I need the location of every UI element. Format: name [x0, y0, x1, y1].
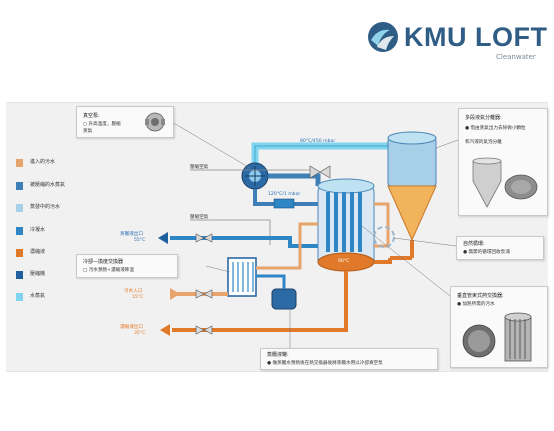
- callout-condensate-tank: 蒸餾液罐: ● 做蒸餾水預熱後在熱交換器後將蒸餾水用以冷卻真空泵: [260, 348, 438, 370]
- callout-title: 蒸餾液罐:: [267, 352, 289, 358]
- brand-tagline: Cleanwater: [496, 53, 536, 61]
- callout-title: 垂直管束式熱交換器:: [457, 293, 504, 299]
- legend-label: 蒸發中的污水: [30, 204, 61, 210]
- callout-title: 多段液氣分離器:: [465, 115, 502, 121]
- legend-label: 濃縮液: [30, 249, 46, 255]
- condensate-tank: [271, 288, 297, 310]
- legend-swatch: [16, 182, 23, 190]
- distillate-line: [170, 236, 318, 248]
- leader-line: [171, 121, 251, 169]
- separator-vessel: [387, 137, 437, 187]
- tube-bundle-icon: [462, 312, 532, 362]
- callout-tube-exchanger: 垂直管束式熱交換器: ● 加熱所需的污水: [450, 286, 548, 368]
- distillate-outlet-label: 蒸餾液出口: [120, 232, 143, 237]
- callout-line: ● 加熱所需的污水: [457, 302, 495, 307]
- legend-swatch: [16, 227, 23, 235]
- separator-cone: [387, 185, 437, 242]
- wastewater-inlet-label: 污水入口: [124, 289, 143, 294]
- evaporator-tubes: [326, 192, 362, 252]
- callout-line: ● 做蒸餾水預熱後在熱交換器後將蒸餾水用以冷卻真空泵: [267, 361, 383, 366]
- legend-swatch: [16, 159, 23, 167]
- vacuum-pump-icon: [145, 112, 165, 132]
- callout-line: 蒸氣: [83, 129, 93, 134]
- circulation-arrows-icon: [373, 226, 395, 248]
- brand-logo-icon: [368, 22, 398, 52]
- concentrate-arrow-icon: [160, 324, 170, 336]
- callout-title: 冷卻—換度交換器: [83, 259, 124, 265]
- legend-swatch: [16, 293, 23, 301]
- vapor-condition-label: 120°C/1 mbar: [268, 192, 301, 197]
- compressed-air-label: 壓縮空氣: [190, 215, 209, 220]
- vacuum-line: [253, 189, 318, 206]
- plate-heat-exchanger: [227, 257, 257, 297]
- wastewater-arrow-icon: [170, 288, 180, 300]
- concentrate-outlet-label: 濃縮液出口: [120, 325, 143, 330]
- brand-name: KMU LOFT: [404, 22, 548, 52]
- legend-label: 被壓縮的水蒸氣: [30, 182, 66, 188]
- evaporator-temp-label: 90°C: [338, 259, 350, 264]
- vapor-condition-label: 80°C/450 mbar: [300, 139, 336, 144]
- callout-natural-circulation: 自然循環: ● 無需的循環回收泵浦: [456, 236, 544, 260]
- natural-circulation-line: [374, 202, 390, 248]
- separator-mesh-icon: [472, 157, 538, 208]
- callout-line: ○ 升高溫度，壓縮: [83, 122, 121, 127]
- distillate-arrow-icon: [158, 232, 168, 244]
- callout-line: ● 借由蒸氣出力去除微小顆粒: [465, 126, 526, 131]
- distillate-temp-label: 55°C: [134, 238, 146, 243]
- legend-label: 冷凝水: [30, 227, 46, 233]
- legend-label: 進入的污水: [30, 159, 56, 165]
- callout-separator: 多段液氣分離器: ● 借由蒸氣出力去除微小顆粒 和汽液的氣泡分離: [458, 108, 548, 216]
- callout-line: 和汽液的氣泡分離: [465, 140, 502, 145]
- valve-icon: [309, 165, 321, 179]
- concentrate-temp-label: 35°C: [134, 331, 146, 336]
- callout-title: 自然循環:: [463, 241, 485, 247]
- legend-label: 壓縮機: [30, 271, 46, 277]
- legend-swatch: [16, 204, 23, 212]
- compressed-vapor-line: [268, 173, 321, 186]
- compressed-air-label: 壓縮空氣: [190, 165, 209, 170]
- callout-line: □ 污水預熱+濃縮液降溫: [83, 268, 134, 273]
- legend-swatch: [16, 271, 23, 279]
- silencer-icon: [273, 198, 295, 209]
- wastewater-temp-label: 15°C: [132, 295, 144, 300]
- callout-vacuum-pump: 真空泵: ○ 升高溫度，壓縮 蒸氣: [76, 106, 174, 138]
- callout-line: ● 無需的循環回收泵浦: [463, 250, 510, 255]
- callout-heat-exchanger: 冷卻—換度交換器 □ 污水預熱+濃縮液降溫: [76, 254, 178, 278]
- concentrate-line: [172, 271, 348, 332]
- callout-title: 真空泵:: [83, 113, 100, 119]
- legend-label: 水蒸氣: [30, 293, 46, 299]
- legend-swatch: [16, 249, 23, 257]
